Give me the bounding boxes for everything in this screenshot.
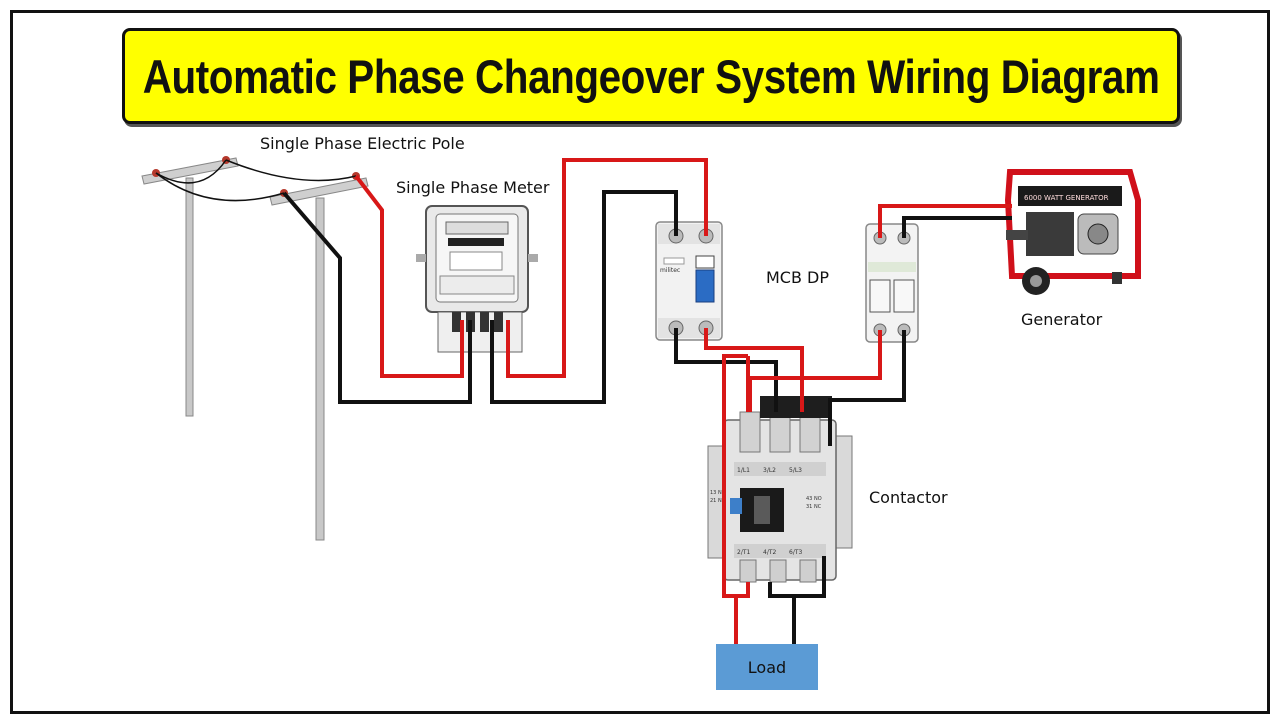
mcb-brand: militec (660, 267, 680, 274)
pole-label: Single Phase Electric Pole (260, 134, 465, 153)
overhead-wire (155, 159, 227, 184)
wire-live-generator-to-mcb (878, 204, 1012, 238)
aux-label: 43 NO (806, 496, 822, 502)
generator: 6000 WATT GENERATOR (1004, 169, 1141, 295)
terminal-label: 2/T1 (737, 549, 751, 556)
wire-neutral-genmcb-to-contactor (828, 330, 906, 446)
terminal-label: 3/L2 (763, 467, 776, 474)
single-phase-meter (416, 205, 538, 353)
electric-pole-left (141, 156, 239, 417)
wire-neutral-pole-to-meter (282, 191, 472, 404)
aux-label: 21 NC (710, 498, 726, 504)
load-box (716, 644, 818, 690)
wire-neutral-generator-to-mcb (902, 216, 1012, 238)
page-title: Automatic Phase Changeover System Wiring… (142, 49, 1160, 103)
electric-pole-right (269, 172, 369, 541)
wire-live-bridge (722, 354, 748, 598)
aux-label: 31 NC (806, 504, 822, 510)
wire-live-meter-to-mcb (506, 158, 708, 378)
contactor: 1/L1 3/L2 5/L3 13 NO 21 NC 43 NO 31 NC 2… (707, 396, 853, 583)
wire-neutral-contactor-loop (768, 556, 826, 598)
mcb-dp-generator (865, 223, 919, 343)
terminal-label: 5/L3 (789, 467, 802, 474)
aux-label: 13 NO (710, 490, 726, 496)
terminal-label: 1/L1 (737, 467, 750, 474)
meter-label: Single Phase Meter (396, 178, 550, 197)
overhead-wire (155, 172, 285, 202)
wire-neutral-meter-to-mcb (490, 190, 678, 404)
mcb-dp-grid: militec (655, 221, 723, 341)
wire-live-contactor-to-load (734, 582, 750, 644)
title-banner: Automatic Phase Changeover System Wiring… (122, 28, 1180, 124)
load-label: Load (748, 658, 786, 677)
terminal-label: 6/T3 (789, 549, 803, 556)
mcb-label: MCB DP (766, 268, 829, 287)
wire-live-pole-to-meter (354, 174, 464, 378)
generator-banner: 6000 WATT GENERATOR (1024, 194, 1109, 202)
contactor-label: Contactor (869, 488, 948, 507)
generator-label: Generator (1021, 310, 1103, 329)
overhead-wire (225, 159, 357, 182)
diagram-frame (10, 10, 1270, 714)
terminal-label: 4/T2 (763, 549, 777, 556)
